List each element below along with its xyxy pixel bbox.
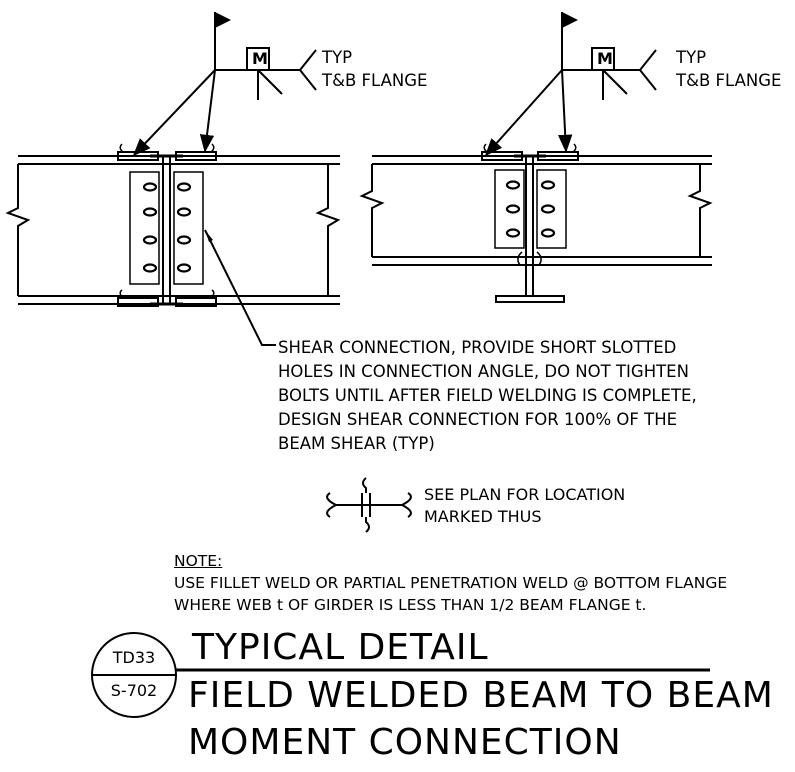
detail-title: TYPICAL DETAIL — [192, 627, 489, 668]
left-weld-symbol-letter: M — [252, 49, 268, 68]
left-callout-typ: TYP — [322, 48, 353, 67]
plan-location-note: SEE PLAN FOR LOCATION MARKED THUS — [424, 484, 625, 528]
right-break-marks — [359, 164, 713, 257]
right-girder-section — [495, 154, 565, 303]
right-callout-flange: T&B FLANGE — [676, 71, 782, 90]
left-break-marks — [5, 164, 341, 296]
left-weld-symbol — [132, 12, 317, 157]
left-shear-angles — [129, 171, 204, 285]
shear-note-line: SHEAR CONNECTION, PROVIDE SHORT SLOTTED — [278, 338, 677, 357]
shear-note-line: BOLTS UNTIL AFTER FIELD WELDING IS COMPL… — [278, 386, 697, 405]
right-weld-symbol-letter: M — [597, 49, 613, 68]
right-shear-angles — [494, 169, 567, 249]
shear-connection-note: SHEAR CONNECTION, PROVIDE SHORT SLOTTED … — [278, 336, 697, 456]
general-note: NOTE: USE FILLET WELD OR PARTIAL PENETRA… — [174, 550, 727, 616]
right-top-flange-plates — [481, 143, 579, 161]
right-beam-flange-lines — [372, 155, 712, 266]
note-heading: NOTE: — [174, 552, 223, 570]
right-weld-symbol — [484, 12, 657, 157]
shear-note-line: HOLES IN CONNECTION ANGLE, DO NOT TIGHTE… — [278, 362, 689, 381]
left-connection-detail — [5, 12, 341, 307]
detail-tag — [91, 632, 710, 718]
shear-note-leader — [204, 229, 276, 346]
left-bottom-flange-plates — [117, 289, 217, 307]
note-line1: USE FILLET WELD OR PARTIAL PENETRATION W… — [174, 574, 728, 592]
plan-note-line2: MARKED THUS — [424, 507, 542, 526]
left-callout-flange: T&B FLANGE — [322, 71, 428, 90]
detail-subtitle-line2: MOMENT CONNECTION — [188, 722, 622, 763]
right-connection-detail — [359, 12, 713, 303]
sheet-number: S-702 — [110, 681, 158, 700]
note-line2: WHERE WEB t OF GIRDER IS LESS THAN 1/2 B… — [174, 596, 647, 614]
detail-subtitle-line1: FIELD WELDED BEAM TO BEAM — [188, 675, 774, 716]
right-bolt-holes — [505, 180, 556, 238]
left-bolt-holes — [142, 182, 192, 273]
plan-note-line1: SEE PLAN FOR LOCATION — [424, 485, 626, 504]
left-girder-web — [150, 154, 183, 306]
shear-note-line: BEAM SHEAR (TYP) — [278, 434, 435, 453]
shear-note-line: DESIGN SHEAR CONNECTION FOR 100% OF THE — [278, 410, 678, 429]
detail-number: TD33 — [112, 648, 156, 667]
right-callout-typ: TYP — [676, 48, 707, 67]
plan-marker-symbol — [326, 477, 412, 533]
